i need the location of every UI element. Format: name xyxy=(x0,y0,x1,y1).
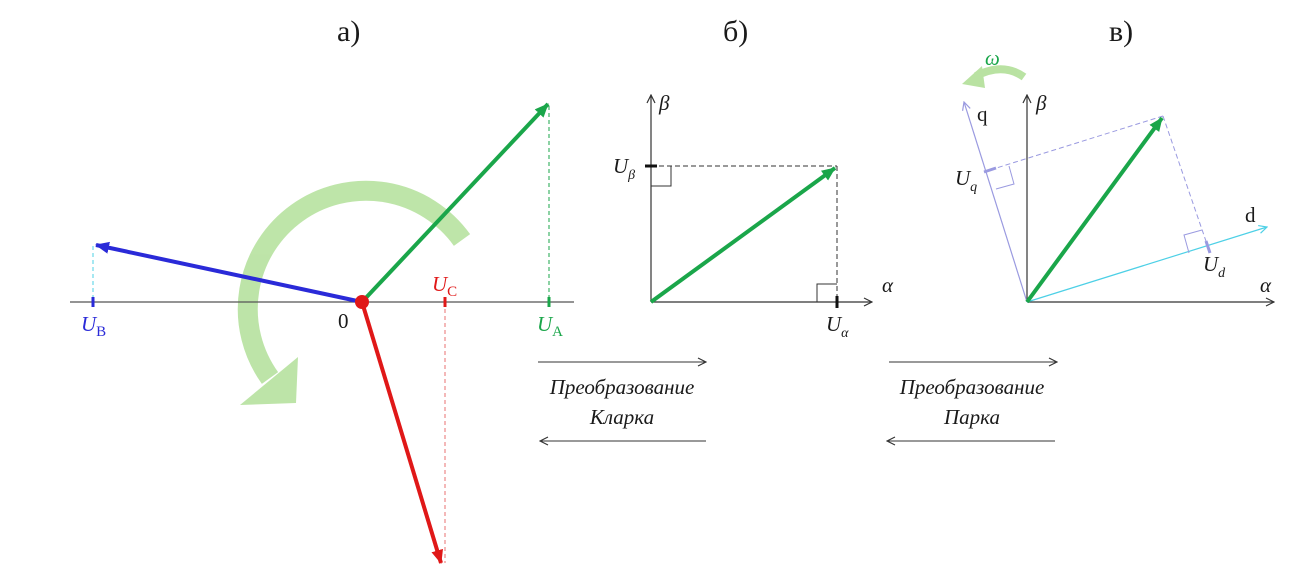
omega-rotation-icon xyxy=(962,65,1027,88)
phasor-b xyxy=(95,241,363,304)
u-beta-label: Uβ xyxy=(613,154,635,183)
u-d-projection xyxy=(1162,115,1209,248)
u-alpha-label: Uα xyxy=(826,312,849,341)
u-q-tick xyxy=(983,166,997,174)
right-angle-alpha xyxy=(816,283,837,302)
right-angle-d xyxy=(1183,229,1203,254)
park-caption-line2: Парка xyxy=(943,405,1000,429)
origin-point xyxy=(355,295,369,309)
uc-label: UC xyxy=(432,272,457,300)
q-axis xyxy=(964,102,1028,303)
ua-label: UA xyxy=(537,312,563,340)
ub-label: UB xyxy=(81,312,106,340)
panel-label-c: в) xyxy=(1109,15,1133,48)
origin-label: 0 xyxy=(338,309,349,333)
panel-label-b: б) xyxy=(723,15,748,48)
u-q-projection xyxy=(989,115,1164,171)
panel-c-alpha-label: α xyxy=(1260,273,1272,297)
clarke-caption-line2: Кларка xyxy=(589,405,654,429)
rotation-arrow-icon xyxy=(237,180,471,405)
u-d-label: Ud xyxy=(1203,252,1226,281)
panel-b-alpha-label: α xyxy=(882,273,894,297)
phasor-c xyxy=(360,301,443,564)
q-axis-label: q xyxy=(977,102,988,126)
panel-c-beta-label: β xyxy=(1035,91,1047,115)
u-q-label: Uq xyxy=(955,166,977,195)
d-axis xyxy=(1026,227,1267,303)
panel-b-beta-label: β xyxy=(658,91,670,115)
vector-alpha-beta xyxy=(649,166,837,304)
u-d-tick xyxy=(1204,240,1212,254)
d-axis-label: d xyxy=(1245,203,1256,227)
clarke-caption-line1: Преобразование xyxy=(549,375,695,399)
omega-label: ω xyxy=(985,46,1000,70)
vector-dq xyxy=(1025,116,1164,304)
panel-label-a: а) xyxy=(337,15,360,48)
park-caption-line1: Преобразование xyxy=(899,375,1045,399)
right-angle-q xyxy=(995,165,1015,190)
phasor-a xyxy=(360,102,550,304)
right-angle-beta xyxy=(651,166,672,187)
